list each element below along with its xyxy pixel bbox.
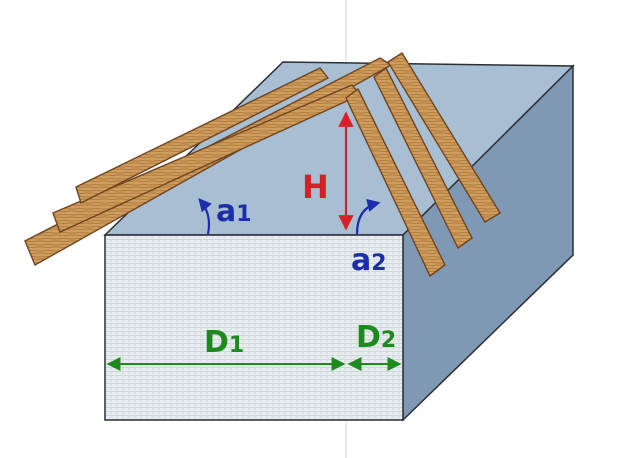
angle1-arrow-icon	[198, 197, 212, 235]
rafters-right	[345, 52, 501, 278]
angle2-label: a2	[351, 243, 387, 278]
span2-label: D2	[356, 320, 396, 355]
rafter-right-3	[387, 52, 501, 223]
wall-front	[104, 234, 404, 421]
span1-label: D1	[204, 325, 244, 360]
rafter-left-3	[75, 67, 330, 204]
angle2-arrow-icon	[355, 199, 381, 235]
angle1-label: a1	[216, 194, 252, 229]
rafter-right-2	[373, 66, 473, 250]
height-label: H	[302, 168, 329, 206]
rafter-right-1	[345, 87, 446, 278]
